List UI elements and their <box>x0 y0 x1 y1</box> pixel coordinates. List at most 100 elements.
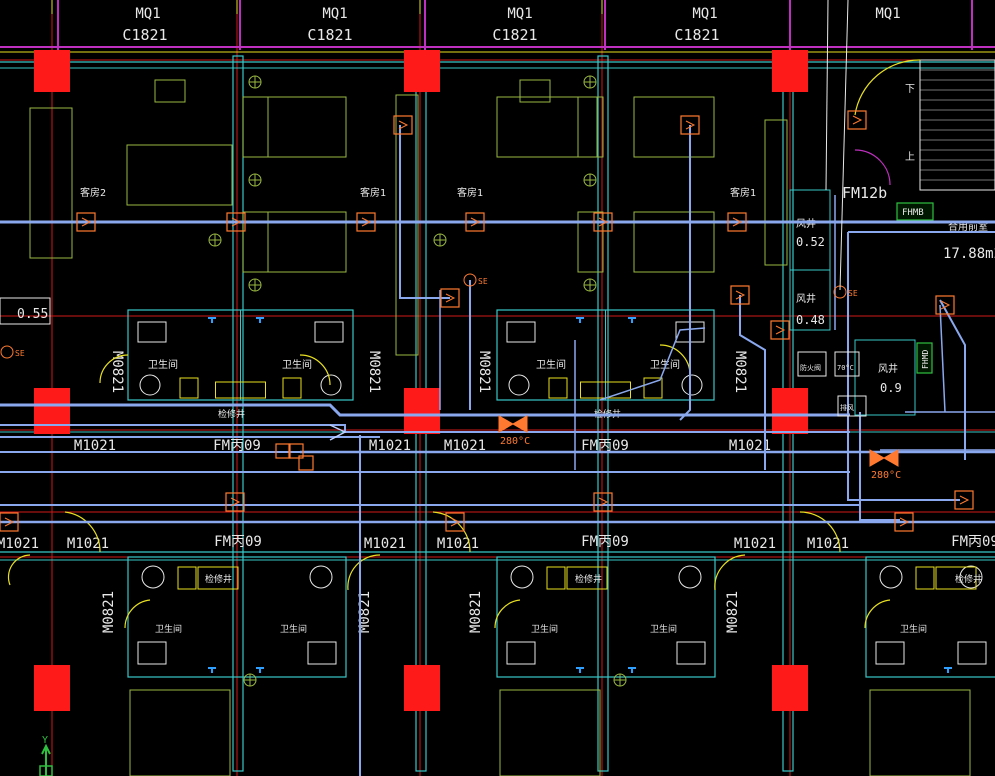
bath-label: 卫生间 <box>148 358 178 371</box>
curtain-wall-label: MQ1 <box>135 6 160 22</box>
room-label: 客房2 <box>80 186 106 199</box>
door-label: M0821 <box>732 351 748 393</box>
door-label: M1021 <box>67 536 109 552</box>
toilet-fixture <box>957 641 987 665</box>
terminal-arrow <box>685 120 696 130</box>
fire-extinguisher-icon <box>275 443 291 459</box>
curtain-wall-label: MQ1 <box>507 6 532 22</box>
f-box <box>179 377 199 399</box>
curtain-wall-label: MQ1 <box>875 6 900 22</box>
duct-run <box>599 327 706 401</box>
wind-shaft-box <box>789 189 831 271</box>
f-box <box>643 377 663 399</box>
bath-label: 卫生间 <box>280 623 307 635</box>
toilet-fixture <box>506 641 536 665</box>
air-terminal-symbol <box>445 512 465 532</box>
service-shaft-box <box>566 566 608 590</box>
chair-outline <box>519 79 551 103</box>
ucs-axis-label: Y <box>42 735 48 746</box>
f-box <box>915 566 935 590</box>
chair-outline <box>154 79 186 103</box>
door-swing-arc <box>714 554 746 591</box>
door-label: M1021 <box>0 536 39 552</box>
room-label: 客房1 <box>457 186 483 199</box>
door-swing-arc <box>494 599 521 629</box>
duct-run <box>0 424 850 433</box>
bedside-outline <box>395 94 419 356</box>
stair-fire-door-label: FM12b <box>842 184 887 202</box>
air-terminal-symbol <box>730 285 750 305</box>
terminal-arrow <box>4 517 15 527</box>
toilet-fixture <box>307 641 337 665</box>
control-box-label: 排风 <box>840 403 854 412</box>
se-label: SE <box>848 289 858 298</box>
structural-column <box>404 665 440 711</box>
door-label: M0821 <box>366 351 382 393</box>
door-swing-arc <box>864 599 891 629</box>
terminal-arrow <box>230 497 241 507</box>
washbasin-fixture <box>141 565 165 589</box>
washbasin-fixture <box>681 374 703 396</box>
shaft-label: 检修井 <box>575 573 602 585</box>
air-terminal-symbol <box>465 212 485 232</box>
door-swing-arc <box>64 511 101 553</box>
curtain-wall-label: MQ1 <box>692 6 717 22</box>
structural-column <box>34 50 70 92</box>
structural-column <box>772 50 808 92</box>
room-area-value: 17.88m2 <box>943 246 995 262</box>
washbasin-fixture <box>309 565 333 589</box>
fire-door-label: FM丙09 <box>581 438 629 454</box>
damper-temp-label: 280°C <box>500 436 530 447</box>
shaft-label: 检修井 <box>218 408 245 420</box>
duct-run <box>939 304 946 413</box>
air-terminal-symbol <box>727 212 747 232</box>
terminal-arrow <box>398 120 409 130</box>
duct-run <box>739 295 766 470</box>
service-shaft-box <box>197 566 239 590</box>
door-label: M0821 <box>468 591 484 633</box>
bedside-outline <box>242 96 269 158</box>
furniture-outline <box>499 689 601 776</box>
fhmb-label: FHMB <box>902 208 924 218</box>
toilet-fixture <box>137 321 167 343</box>
bathroom-block <box>865 556 995 678</box>
fire-damper-icon <box>498 415 528 433</box>
terminal-arrow <box>735 290 746 300</box>
door-label: M0821 <box>476 351 492 393</box>
door-swing-arc <box>7 554 31 586</box>
door-swing-arc <box>124 599 151 629</box>
control-box-label: 防火阀 <box>800 363 821 372</box>
air-terminal-symbol <box>593 492 613 512</box>
terminal-arrow <box>361 217 372 227</box>
terminal-arrow <box>450 517 461 527</box>
terminal-arrow <box>899 517 910 527</box>
wind-shaft-label: 风井 <box>796 292 816 305</box>
structural-column <box>34 665 70 711</box>
structural-column <box>404 388 440 434</box>
door-label: M0821 <box>109 351 125 393</box>
terminal-arrow <box>231 217 242 227</box>
air-terminal-symbol <box>935 295 955 315</box>
f-box <box>177 566 197 590</box>
left-value-box <box>0 297 51 325</box>
air-terminal-symbol <box>847 110 867 130</box>
structural-column <box>772 665 808 711</box>
control-box <box>837 395 867 417</box>
structural-column <box>34 388 70 434</box>
smoke-exhaust-icon <box>463 273 477 287</box>
door-label: M0821 <box>725 591 741 633</box>
fire-damper-icon <box>869 449 899 467</box>
toilet-fixture <box>875 641 905 665</box>
terminal-arrow <box>81 217 92 227</box>
terminal-arrow <box>940 300 951 310</box>
washbasin-fixture <box>879 565 903 589</box>
bathroom-block <box>496 556 716 678</box>
shaft-area-value: 0.9 <box>880 381 902 395</box>
window-label: C1821 <box>307 26 352 44</box>
se-label: SE <box>15 349 25 358</box>
bedside-outline <box>577 96 604 158</box>
ucs-origin-box <box>39 765 53 776</box>
duct-run <box>399 125 450 299</box>
